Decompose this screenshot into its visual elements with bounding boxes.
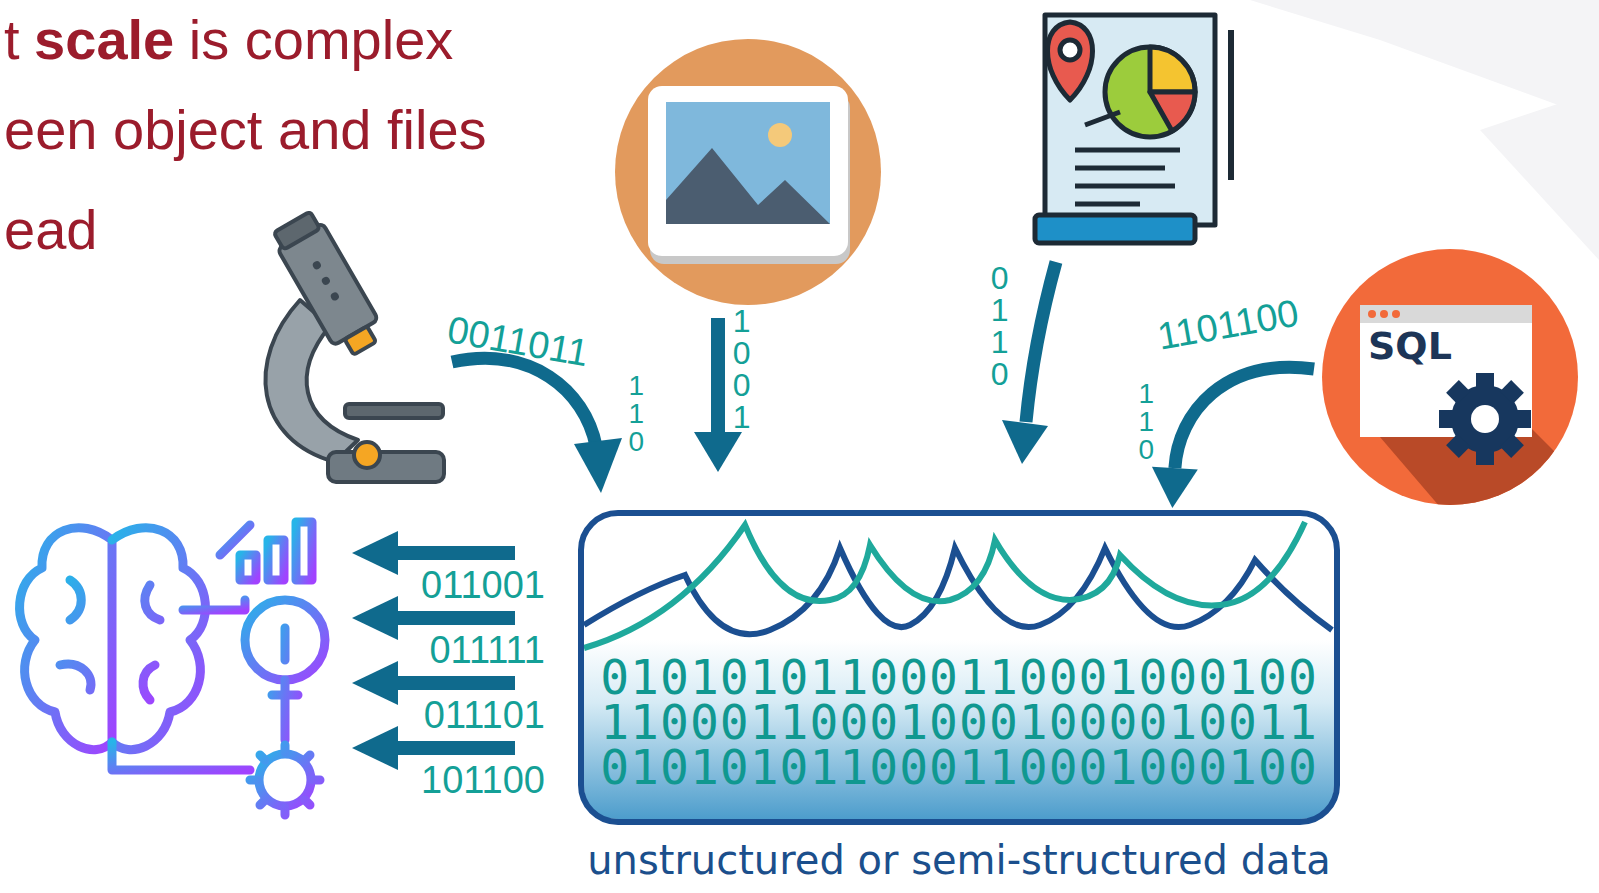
binary-row: 010101011000110001000100 [600,744,1318,790]
bit-stream: 101100 [421,761,545,799]
bit-stream: 011001 [421,566,545,604]
report-icon [1035,15,1234,243]
title-text: t [4,6,20,73]
bit-stream: 1001 [732,305,751,433]
binary-row: 110001100010001000010011 [600,699,1318,745]
data-store: 0101010110001100010001001100011000100010… [578,510,1340,885]
background-shape [1480,90,1599,260]
image-icon [615,39,881,305]
data-fill [584,640,1334,819]
bit-stream: 011111 [429,631,545,669]
bit-stream: 110 [628,372,645,456]
flow-arrow [452,262,1056,493]
node-text: SQL [1368,327,1452,365]
sql-circle [1320,247,1580,507]
data-flow-connector [1152,367,1314,508]
title-text: ead [4,196,97,263]
data-caption: unstructured or semi-structured data [498,838,1420,882]
arrow-shaft [1175,367,1314,468]
title-text: scale [34,6,174,73]
sql-node: SQL [1320,247,1580,507]
microscope-icon [265,209,444,482]
brain-icon [20,522,325,815]
title-text: is complex [189,6,454,73]
background-shape [1250,0,1599,120]
data-store-border: 0101010110001100010001001100011000100010… [578,510,1340,825]
data-wave [584,522,1305,648]
bit-stream: 0110 [990,262,1009,390]
arrow-head [1152,467,1198,508]
data-wave [584,548,1332,634]
bit-stream: 110 [1138,380,1155,464]
title-line: tscaleis complex [4,6,453,73]
bit-stream: 1101100 [1155,294,1302,356]
title-text: een object and files [4,96,487,163]
binary-row: 010101011000110001000100 [600,654,1318,700]
bit-stream: 011101 [424,696,545,734]
